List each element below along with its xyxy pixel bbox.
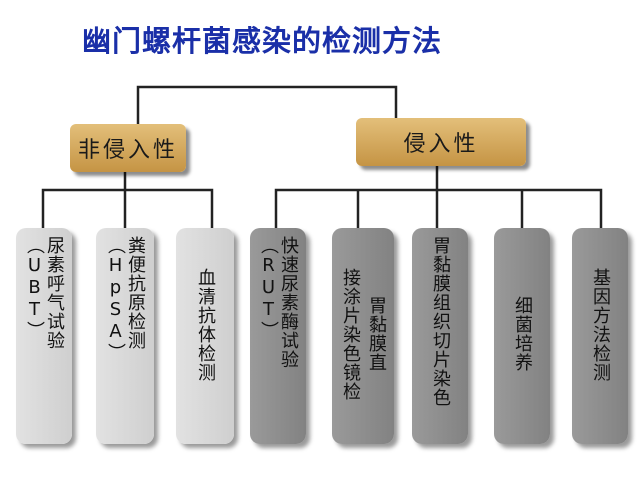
method-genetic: 基因方法检测 bbox=[572, 228, 628, 444]
method-hpsa: 粪便抗原检测（HpSA） bbox=[96, 228, 154, 444]
method-histology: 胃黏膜组织切片染色 bbox=[412, 228, 468, 444]
method-smear: 胃黏膜直 接涂片染色镜检 bbox=[332, 228, 394, 444]
method-rut: 快速尿素酶试验（RUT） bbox=[250, 228, 306, 444]
method-histology-label: 胃黏膜组织切片染色 bbox=[430, 236, 451, 407]
method-genetic-label: 基因方法检测 bbox=[590, 268, 611, 382]
method-ubt: 尿素呼气试验（UBT） bbox=[16, 228, 72, 444]
method-rut-label: 快速尿素酶试验（RUT） bbox=[258, 236, 299, 369]
method-hpsa-label: 粪便抗原检测（HpSA） bbox=[105, 236, 146, 362]
method-culture-label: 细菌培养 bbox=[512, 296, 533, 372]
category-noninvasive: 非侵入性 bbox=[70, 124, 186, 172]
category-invasive: 侵入性 bbox=[356, 118, 526, 166]
method-serology-label: 血清抗体检测 bbox=[195, 268, 216, 382]
method-serology: 血清抗体检测 bbox=[176, 228, 234, 444]
diagram-title: 幽门螺杆菌感染的检测方法 bbox=[82, 24, 443, 58]
method-ubt-label: 尿素呼气试验（UBT） bbox=[24, 236, 65, 350]
method-smear-label-2: 接涂片染色镜检 bbox=[340, 268, 361, 401]
method-smear-label-1: 胃黏膜直 bbox=[366, 296, 387, 372]
method-culture: 细菌培养 bbox=[494, 228, 550, 444]
